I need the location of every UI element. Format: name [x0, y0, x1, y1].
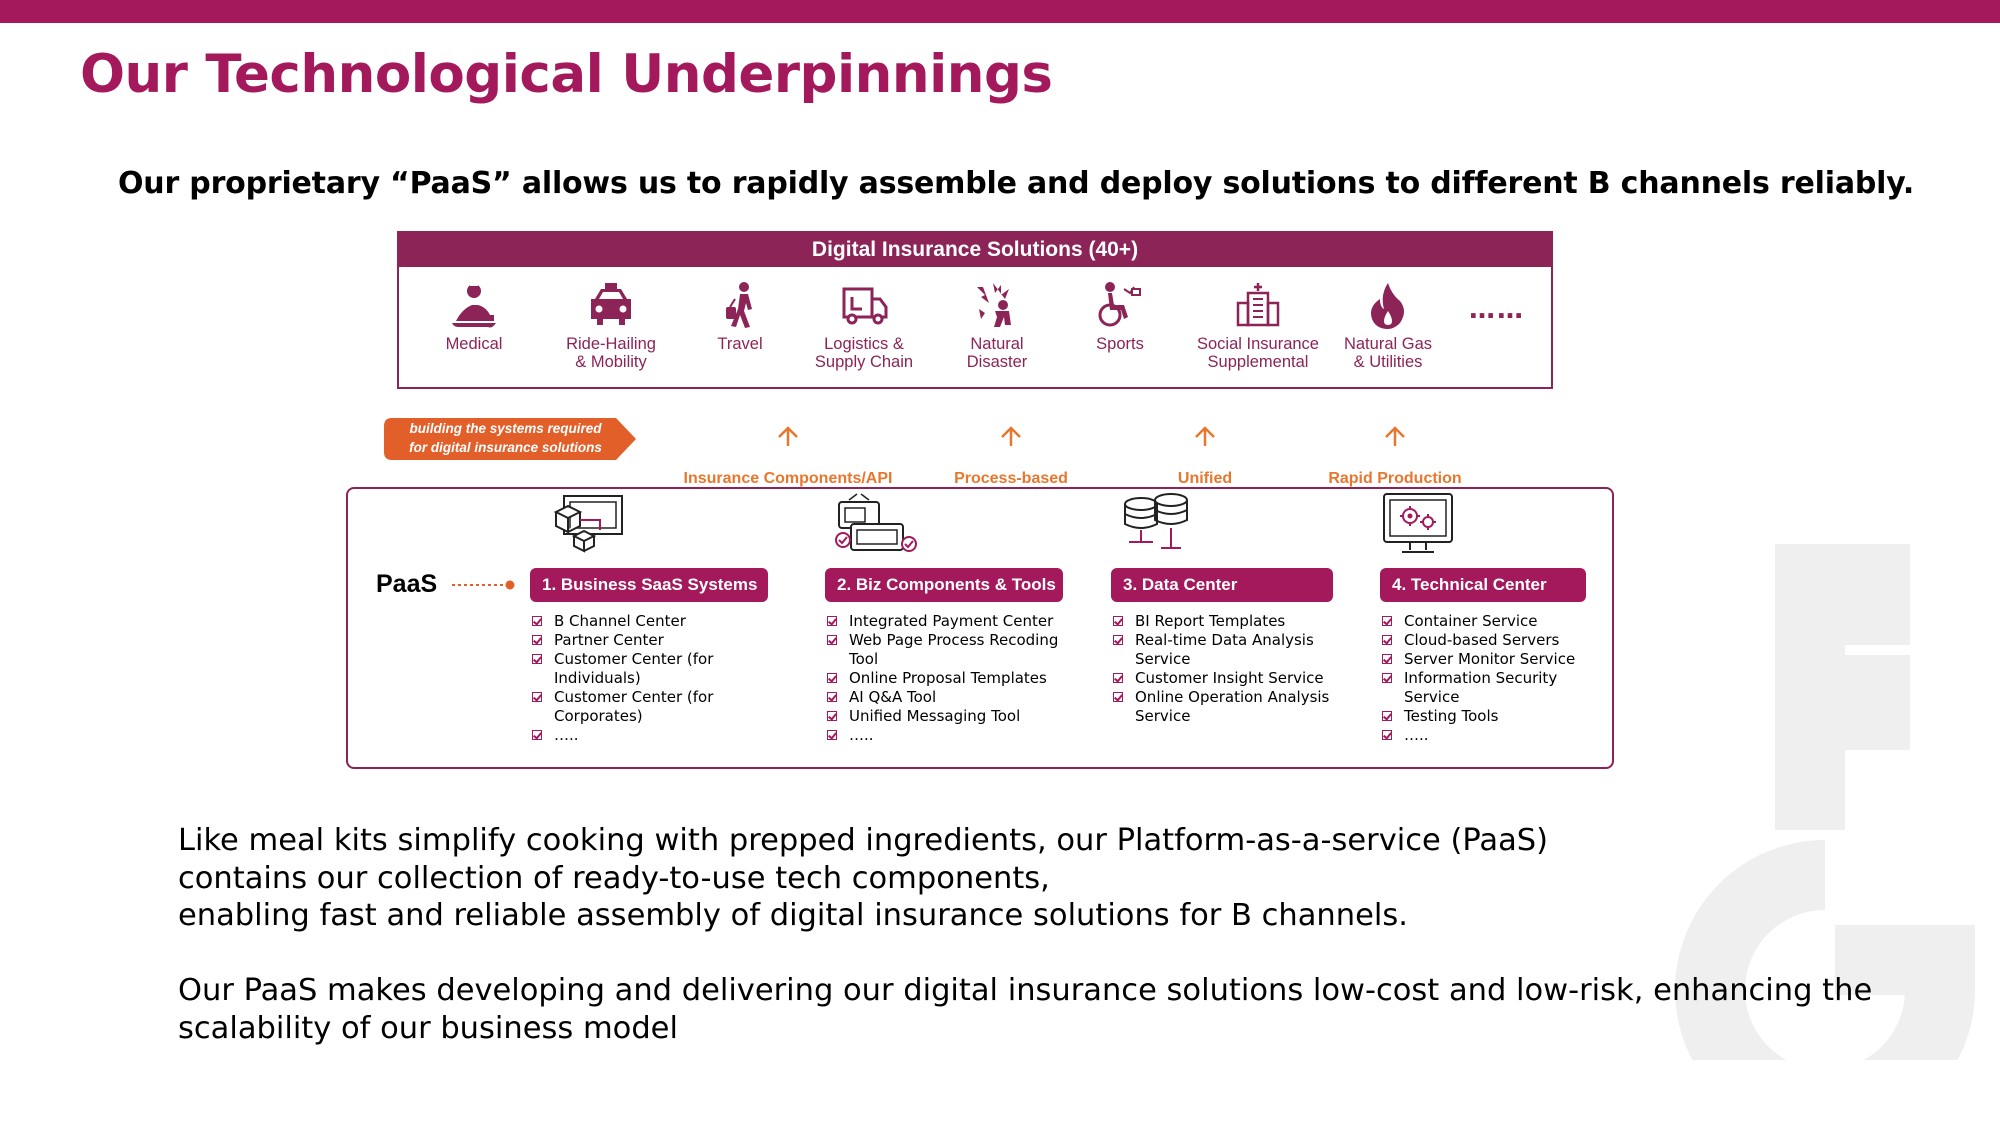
body-line: contains our collection of ready-to-use … — [178, 860, 1050, 896]
list-item: BI Report Templates — [1113, 612, 1343, 631]
list-item: Container Service — [1382, 612, 1602, 631]
category-label: Travel — [717, 335, 763, 353]
category-label: Medical — [445, 335, 503, 353]
up-arrow-icon — [1385, 426, 1405, 446]
body-line: Our PaaS makes developing and delivering… — [178, 973, 1873, 1008]
watermark-logo — [1675, 544, 1975, 1060]
build-systems-tag — [384, 418, 636, 460]
data-center-list: BI Report Templates Real-time Data Analy… — [1113, 612, 1343, 726]
body-line: Like meal kits simplify cooking with pre… — [178, 823, 1549, 858]
up-arrow-icon — [1001, 426, 1021, 446]
data-center-button[interactable]: 3. Data Center — [1111, 568, 1333, 602]
truck-icon — [842, 287, 888, 325]
solutions-panel: Digital Insurance Solutions (40+) Medica… — [397, 231, 1553, 389]
gear-monitor-icon — [1383, 493, 1453, 553]
components-tools-icon — [835, 493, 917, 552]
category-travel: Travel — [675, 281, 805, 353]
body-line: scalability of our business model — [178, 1010, 678, 1046]
category-medical: Medical — [409, 281, 539, 353]
list-item: Server Monitor Service — [1382, 650, 1602, 669]
top-accent-bar — [0, 0, 2000, 23]
technical-center-list: Container Service Cloud-based Servers Se… — [1382, 612, 1602, 745]
up-arrow-icon — [1195, 426, 1215, 446]
list-item: AI Q&A Tool — [827, 688, 1067, 707]
hospital-building-icon — [1236, 283, 1280, 327]
list-item: Unified Messaging Tool — [827, 707, 1067, 726]
paragraph-gap — [178, 935, 1878, 973]
up-arrow-icon — [778, 426, 798, 446]
category-label: Natural Disaster — [966, 335, 1028, 371]
list-item: Customer Center (for Individuals) — [532, 650, 732, 688]
list-item: B Channel Center — [532, 612, 732, 631]
category-label: Ride-Hailing & Mobility — [566, 335, 656, 371]
list-item: Customer Insight Service — [1113, 669, 1343, 688]
page-title: Our Technological Underpinnings — [80, 44, 1053, 105]
category-label: Social Insurance Supplemental — [1197, 335, 1319, 371]
solutions-header: Digital Insurance Solutions (40+) — [399, 233, 1551, 267]
list-item: ….. — [827, 726, 1067, 745]
category-natural-disaster: Natural Disaster — [932, 281, 1062, 371]
category-logistics: Logistics & Supply Chain — [799, 281, 929, 371]
car-icon — [591, 283, 631, 325]
list-item: Customer Center (for Corporates) — [532, 688, 732, 726]
build-systems-text: building the systems required for digita… — [409, 421, 602, 455]
list-item: Online Operation Analysis Service — [1113, 688, 1343, 726]
body-text: Like meal kits simplify cooking with pre… — [178, 822, 1878, 1047]
paas-label: PaaS — [376, 570, 438, 598]
page-subtitle: Our proprietary “PaaS” allows us to rapi… — [118, 166, 1915, 201]
flame-icon — [1371, 283, 1404, 329]
category-label: Sports — [1096, 335, 1144, 353]
list-item: Online Proposal Templates — [827, 669, 1067, 688]
saas-systems-list: B Channel Center Partner Center Customer… — [532, 612, 732, 745]
list-item: Testing Tools — [1382, 707, 1602, 726]
disaster-icon — [977, 283, 1011, 327]
body-line: enabling fast and reliable assembly of d… — [178, 898, 1408, 933]
wheelchair-sports-icon — [1098, 282, 1141, 327]
list-item: Cloud-based Servers — [1382, 631, 1602, 650]
paas-dotted-connector — [452, 580, 515, 590]
traveler-icon — [726, 282, 752, 328]
category-sports: Sports — [1055, 281, 1185, 353]
saas-systems-icon — [553, 495, 623, 553]
list-item: Information Security Service — [1382, 669, 1602, 707]
business-saas-systems-button[interactable]: 1. Business SaaS Systems — [530, 568, 768, 602]
technical-center-button[interactable]: 4. Technical Center — [1380, 568, 1586, 602]
database-icon — [1124, 493, 1188, 549]
category-label: Natural Gas & Utilities — [1343, 335, 1433, 371]
list-item: ….. — [532, 726, 732, 745]
list-item: ….. — [1382, 726, 1602, 745]
biz-components-tools-button[interactable]: 2. Biz Components & Tools — [825, 568, 1063, 602]
category-natural-gas: Natural Gas & Utilities — [1323, 281, 1453, 371]
list-item: Web Page Process Recoding Tool — [827, 631, 1067, 669]
more-solutions-ellipsis: …… — [1469, 295, 1525, 325]
list-item: Real-time Data Analysis Service — [1113, 631, 1343, 669]
category-label: Logistics & Supply Chain — [814, 335, 914, 371]
medical-icon — [452, 283, 496, 328]
list-item: Partner Center — [532, 631, 732, 650]
list-item: Integrated Payment Center — [827, 612, 1067, 631]
biz-components-list: Integrated Payment Center Web Page Proce… — [827, 612, 1067, 745]
category-ride-hailing: Ride-Hailing & Mobility — [546, 281, 676, 371]
category-social-insurance: Social Insurance Supplemental — [1193, 281, 1323, 371]
